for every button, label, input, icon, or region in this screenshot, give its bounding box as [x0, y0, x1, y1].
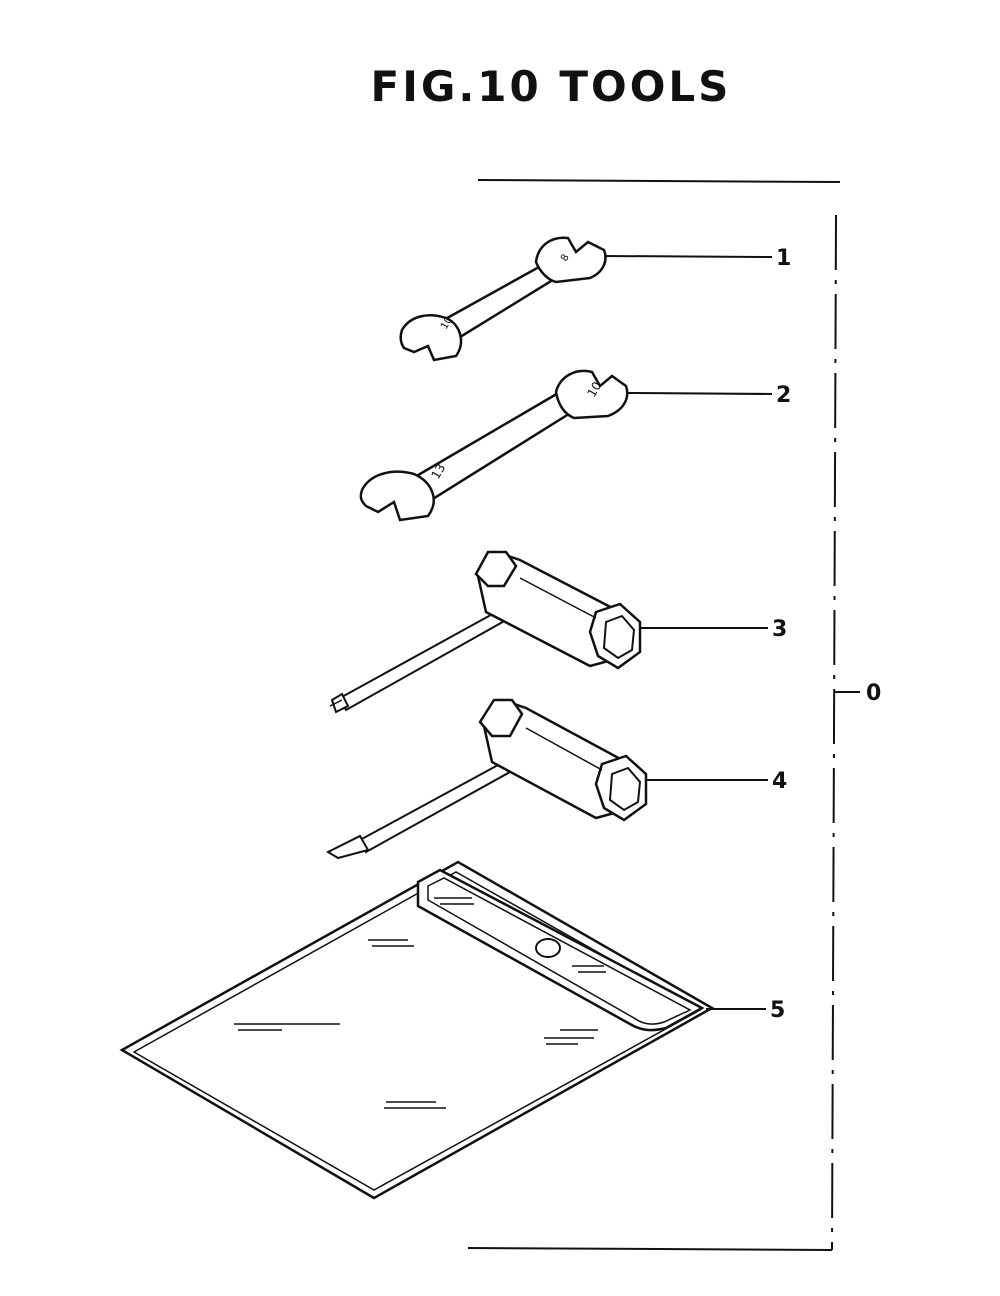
wrench-stamp-10b: 10	[584, 379, 604, 399]
wrench-stamp-13: 13	[428, 461, 448, 481]
leader-line-1	[603, 255, 773, 258]
leader-line-2	[627, 392, 773, 395]
callout-label-2: 2	[776, 383, 791, 408]
callout-label-5: 5	[770, 998, 785, 1023]
wrench-10-13-icon: 10 13	[359, 369, 629, 522]
tool-bag-icon	[119, 860, 715, 1200]
wrench-stamp-8: 8	[559, 252, 572, 263]
callout-label-3: 3	[772, 617, 787, 642]
callout-label-0: 0	[866, 681, 881, 706]
figure-title: FIG.10 TOOLS	[370, 62, 732, 111]
wrench-8-10-icon: 8 10	[399, 236, 607, 362]
assembly-bracket: 0	[467, 179, 881, 1251]
callout-label-4: 4	[772, 769, 787, 794]
plug-wrench-phillips-icon	[329, 550, 642, 714]
callout-label-1: 1	[776, 246, 791, 271]
plug-wrench-flat-blade-icon	[325, 698, 648, 860]
